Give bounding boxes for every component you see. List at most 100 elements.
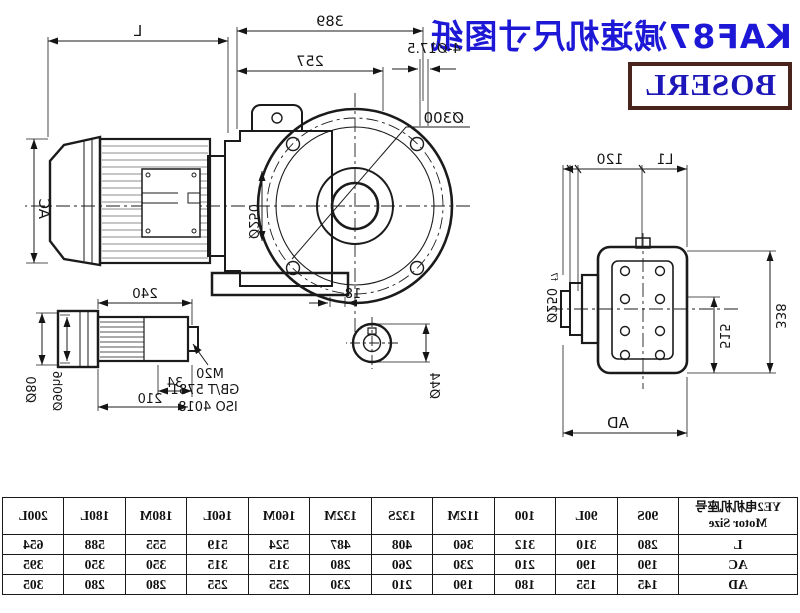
- column-header: 100: [494, 497, 556, 535]
- ext-line: [236, 27, 424, 129]
- terminal-screw: [145, 228, 151, 234]
- bolt-pitch-circle: [266, 117, 444, 295]
- table-cell: 190: [617, 554, 679, 575]
- flange-leader-line: [291, 126, 470, 260]
- column-header: 132M: [309, 497, 372, 535]
- column-header: 180M: [125, 497, 187, 535]
- column-header: 180L: [63, 497, 126, 535]
- table-cell: 210: [494, 554, 556, 575]
- bolt-hole: [409, 136, 425, 152]
- bore-circle: [330, 181, 380, 231]
- row-label: L: [678, 534, 798, 555]
- shaft-assembly-view: 240 34 210 Ø80 Ø90h6 M20: [22, 286, 239, 415]
- column-header: 160M: [248, 497, 310, 535]
- table-cell: 280: [617, 534, 679, 555]
- table-cell: 180: [494, 574, 556, 595]
- column-header: 112M: [432, 497, 495, 535]
- ext-line: [372, 323, 430, 363]
- dim-ticks: [566, 164, 646, 174]
- lifting-lug: [251, 104, 303, 131]
- foot-tab-label: 18: [345, 287, 362, 302]
- standard-iso-label: ISO 4018: [178, 400, 238, 415]
- table-cell: 255: [248, 574, 310, 595]
- table-cell: 260: [371, 554, 433, 575]
- body-length-label: 210: [138, 392, 163, 407]
- table-cell: 524: [248, 534, 310, 555]
- shaft-end: [560, 290, 571, 328]
- column-header: 90S: [617, 497, 679, 535]
- motor-size-header-cn: YE2电机机座号: [694, 500, 782, 515]
- bolt-leader-line: [192, 343, 209, 366]
- table-cell: 408: [371, 534, 433, 555]
- housing-bolts: [619, 265, 666, 361]
- bolt-hole: [285, 260, 301, 276]
- step-length-label: 34: [167, 376, 184, 391]
- cap-ribs: [79, 311, 89, 367]
- table-cell: 230: [432, 554, 495, 575]
- terminal-screw: [191, 228, 197, 234]
- table-cell: 519: [186, 534, 249, 555]
- side-spigot-label: Ø250: [543, 288, 558, 323]
- table-cell: 280: [125, 574, 187, 595]
- front-view: Ø300 L 389: [25, 14, 470, 333]
- motor-end-cap: [48, 135, 102, 267]
- lug-hole: [271, 112, 283, 124]
- front-spigot-label: Ø250: [245, 204, 260, 239]
- keyway: [367, 327, 377, 335]
- terminal-box-detail: [142, 192, 200, 204]
- flange-face-circle: [275, 126, 435, 286]
- shaft-cap: [56, 309, 100, 369]
- side-spigot-tolerance: f7: [548, 272, 558, 281]
- side-housing-inner: [611, 260, 674, 360]
- top-stub: [635, 237, 651, 249]
- overall-length-label: 389: [316, 14, 344, 30]
- end-cap-ribs: [83, 139, 93, 263]
- table-cell: 315: [248, 554, 310, 575]
- housing-base: [210, 271, 350, 297]
- shaft-body: [96, 315, 190, 363]
- bolt-hole: [285, 136, 301, 152]
- overall-height-label: 338: [772, 303, 788, 329]
- shaft-length-label: 240: [132, 286, 158, 302]
- table-cell: 190: [555, 554, 618, 575]
- shaft-diameter-label: Ø44: [426, 372, 441, 399]
- ext-line: [562, 345, 688, 437]
- motor-diameter-label: AC: [35, 199, 53, 219]
- table-cell: 350: [63, 554, 126, 575]
- table-cell: 255: [186, 574, 249, 595]
- gearbox-housing: [224, 130, 333, 287]
- table-cell: 487: [309, 534, 372, 555]
- table-cell: 350: [125, 554, 187, 575]
- ext-line: [329, 297, 346, 307]
- housing-length-label: 257: [296, 54, 324, 70]
- table-cell: 155: [555, 574, 618, 595]
- table-cell: 305: [2, 574, 64, 595]
- hub-circle: [316, 167, 394, 245]
- ext-line: [47, 37, 229, 137]
- table-cell: 654: [2, 534, 64, 555]
- row-label: AC: [678, 554, 798, 575]
- bolt-holes-label: 4-Ø17.5: [407, 41, 461, 57]
- technical-drawing: Ø300 L 389: [22, 14, 788, 437]
- standard-gb-label: GB/T 5781: [171, 383, 240, 398]
- table-cell: 588: [63, 534, 126, 555]
- table-cell: 280: [63, 574, 126, 595]
- column-header: 90L: [555, 497, 618, 535]
- side-view: L1 120 Ø250 f7 515 338 AD: [543, 152, 788, 437]
- terminal-screw: [145, 172, 151, 178]
- column-header: 200L: [2, 497, 64, 535]
- ext-line: [419, 59, 429, 126]
- terminal-screw: [191, 172, 197, 178]
- outer-diameter-label: Ø80: [22, 376, 37, 403]
- bolt-label: M20: [196, 367, 224, 382]
- table-cell: 312: [494, 534, 556, 555]
- motor-size-header-en: Motor Size: [708, 516, 768, 530]
- row-label: AD: [678, 574, 798, 595]
- table-cell: 315: [186, 554, 249, 575]
- table-cell: 310: [555, 534, 618, 555]
- width-ad-label: AD: [607, 414, 629, 432]
